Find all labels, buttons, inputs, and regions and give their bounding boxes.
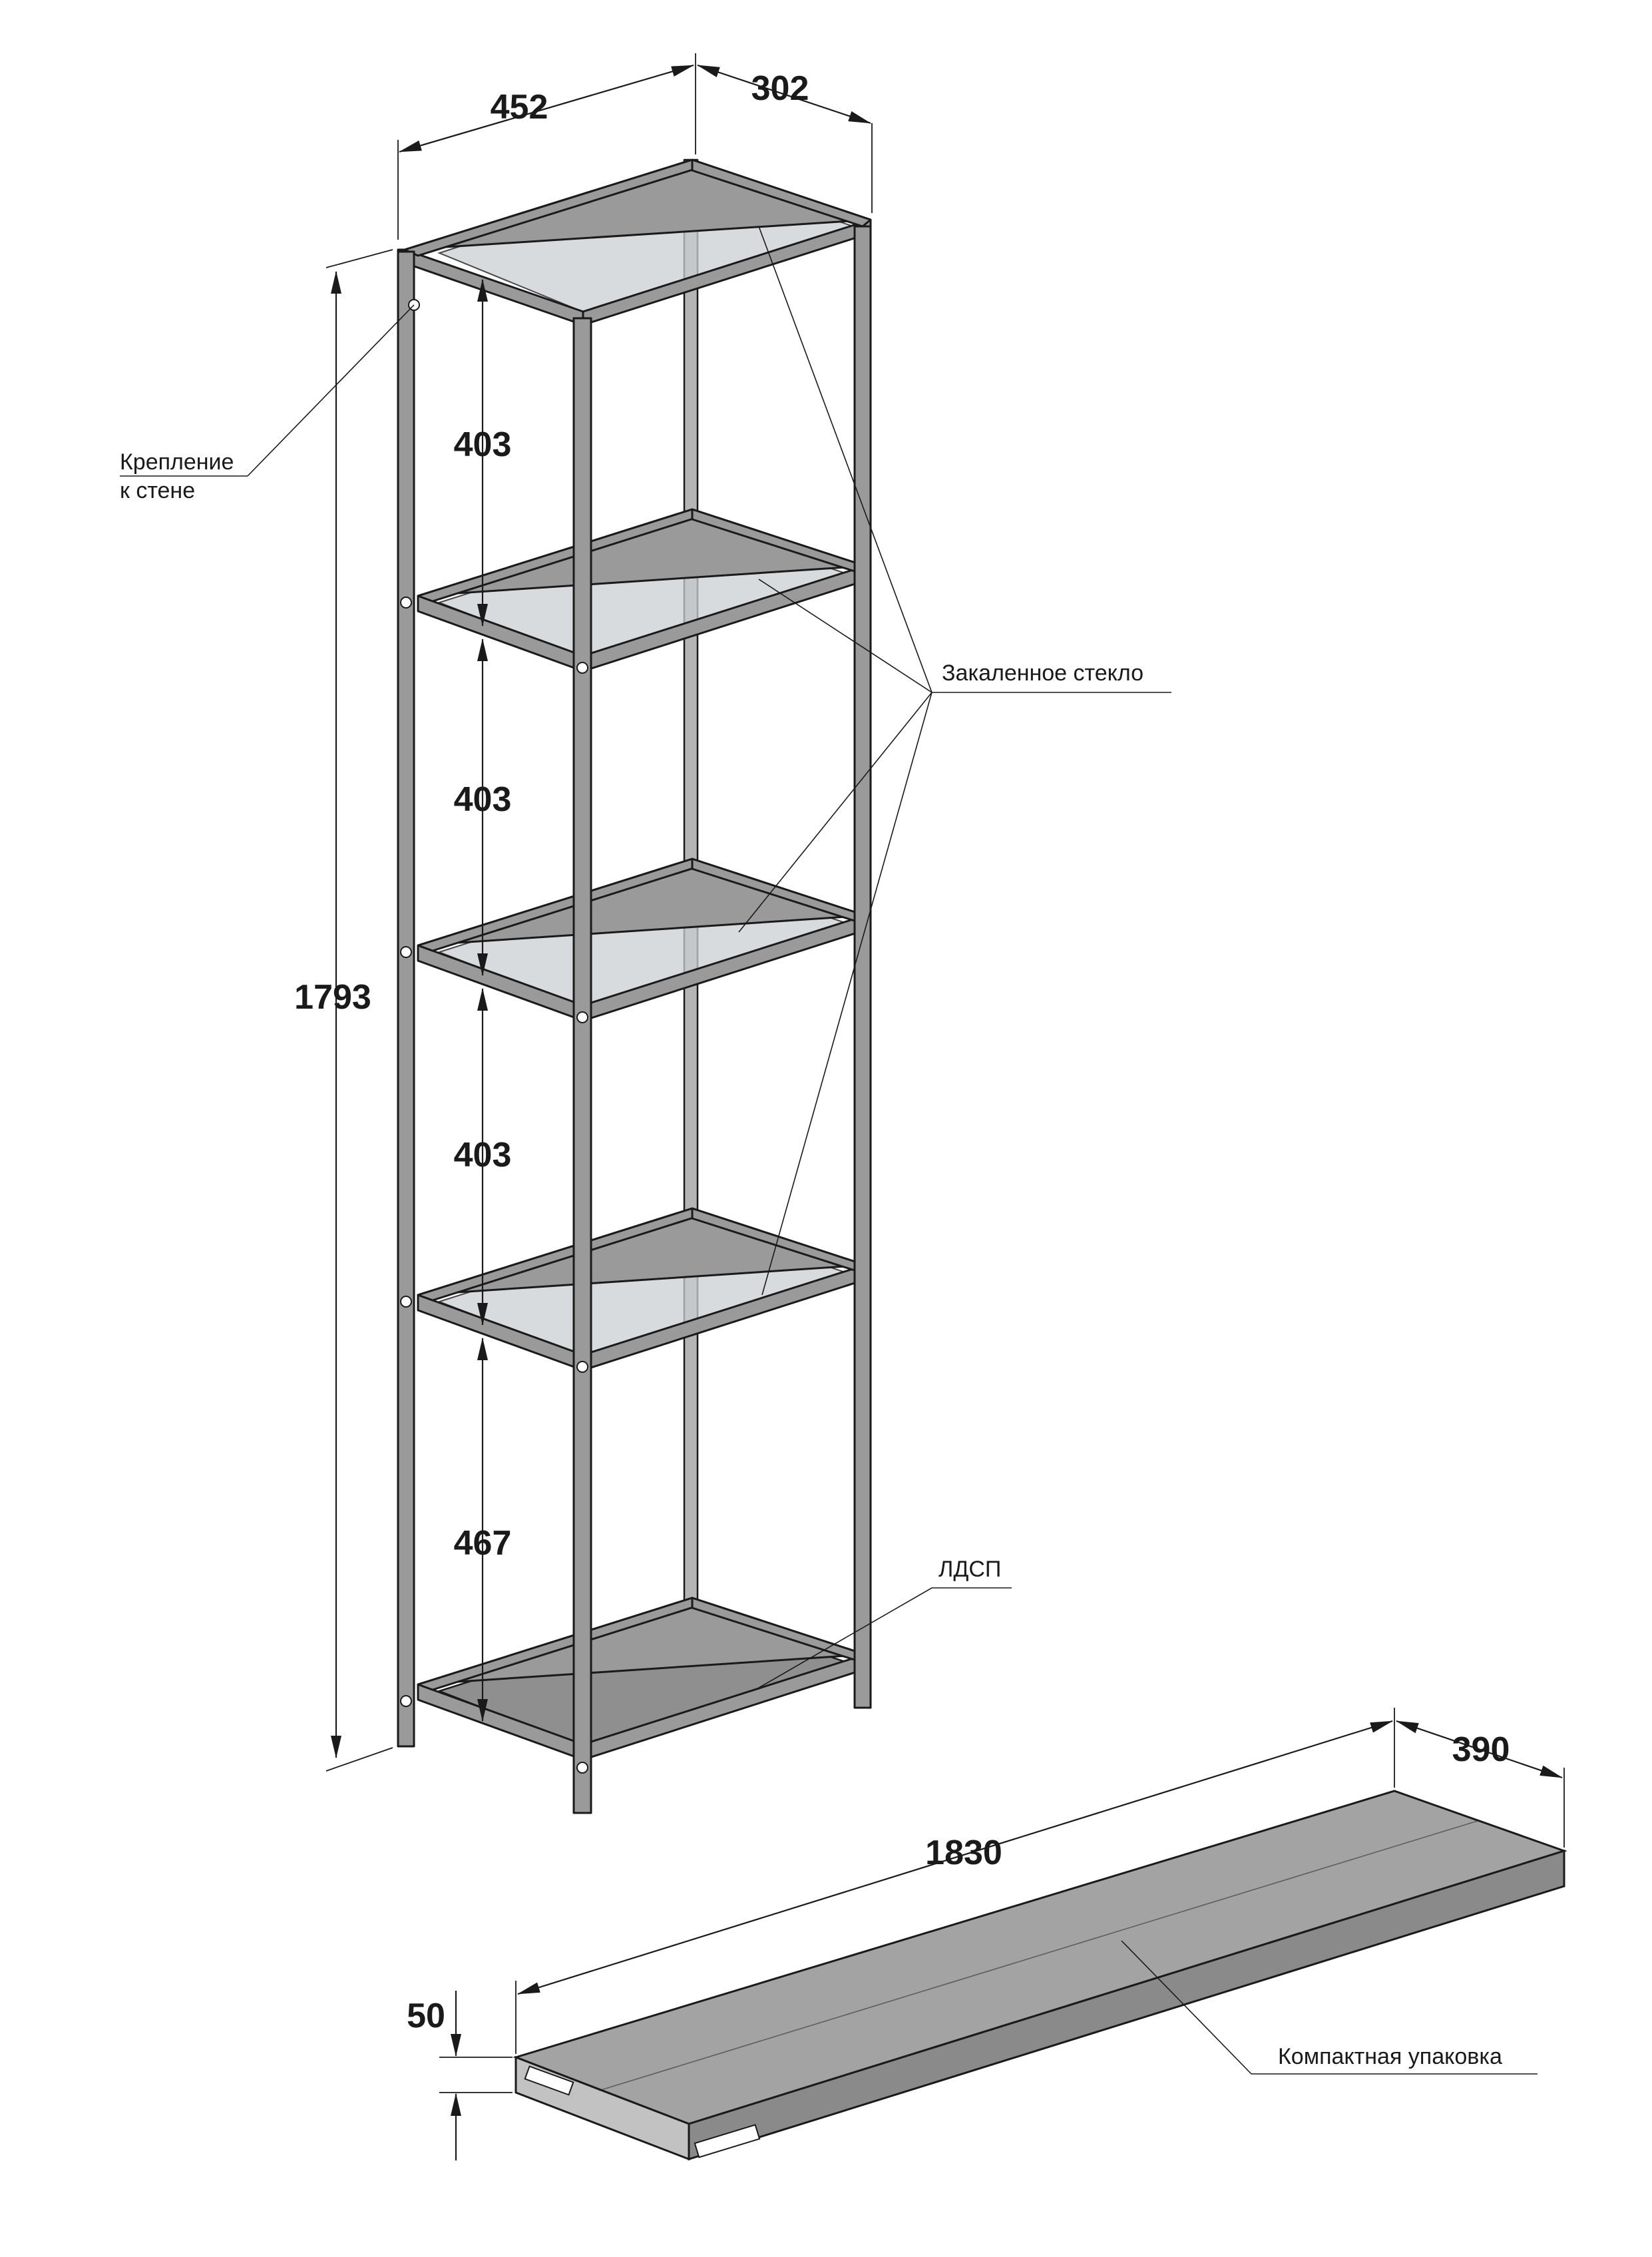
shelf-unit bbox=[397, 158, 872, 1814]
dim-gap-1-label: 403 bbox=[454, 425, 512, 464]
dim-pack-width: 390 bbox=[1396, 1720, 1565, 1848]
dim-depth-label: 302 bbox=[751, 69, 809, 108]
shelf-bottom-chipboard bbox=[417, 1597, 867, 1761]
callout-tempered-glass: Закаленное стекло bbox=[738, 226, 1171, 1296]
wall-mount-label-2: к стене bbox=[120, 478, 195, 503]
front-post bbox=[572, 317, 592, 1814]
dim-gap-4: 467 bbox=[454, 1338, 512, 1722]
dim-depth: 302 bbox=[697, 64, 873, 213]
wall-mount-label-1: Крепление bbox=[120, 449, 234, 475]
package-handle-left bbox=[524, 2065, 574, 2096]
dim-pack-width-label: 390 bbox=[1452, 1730, 1510, 1769]
dim-gap-1: 403 bbox=[454, 279, 512, 627]
dim-height: 1793 bbox=[294, 249, 393, 1772]
shelf-top bbox=[403, 158, 872, 326]
compact-package bbox=[513, 1790, 1567, 2161]
left-outer-post bbox=[397, 250, 415, 1748]
shelf-4 bbox=[417, 1207, 867, 1372]
dim-pack-length: 1830 bbox=[515, 1708, 1395, 2054]
chipboard-label: ЛДСП bbox=[938, 1557, 1001, 1582]
dim-gap-4-label: 467 bbox=[454, 1524, 512, 1563]
dim-pack-thickness-label: 50 bbox=[407, 1997, 445, 2035]
compact-pack-label: Компактная упаковка bbox=[1278, 2044, 1502, 2069]
callout-wall-mount: Крепление к стене bbox=[120, 304, 415, 503]
dim-gap-3: 403 bbox=[454, 988, 512, 1326]
dim-pack-length-label: 1830 bbox=[925, 1834, 1002, 1872]
package-handle-right bbox=[694, 2124, 761, 2158]
dim-gap-2-label: 403 bbox=[454, 780, 512, 819]
callout-compact-pack: Компактная упаковка bbox=[1121, 1940, 1538, 2075]
right-post bbox=[853, 225, 872, 1709]
dim-width-label: 452 bbox=[491, 88, 548, 126]
tempered-glass-label: Закаленное стекло bbox=[942, 660, 1143, 686]
dim-pack-thickness: 50 bbox=[407, 1991, 513, 2160]
dim-gap-2: 403 bbox=[454, 638, 512, 976]
shelf-2 bbox=[417, 508, 867, 672]
dim-gap-3-label: 403 bbox=[454, 1136, 512, 1174]
shelf-3 bbox=[417, 858, 867, 1022]
dim-height-label: 1793 bbox=[294, 978, 371, 1017]
dim-width: 452 bbox=[397, 53, 696, 240]
callout-chipboard: ЛДСП bbox=[758, 1557, 1012, 1688]
